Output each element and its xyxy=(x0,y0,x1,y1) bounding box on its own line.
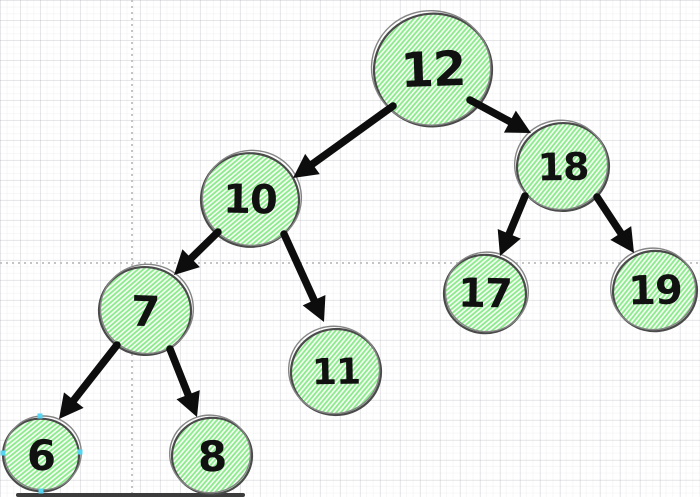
node-circle-sketch-overstroke xyxy=(444,251,529,333)
node-circle-sketch-overstroke xyxy=(370,9,492,126)
edge-line xyxy=(299,102,397,175)
node-circle[interactable] xyxy=(441,251,530,336)
node-circle[interactable] xyxy=(287,325,384,418)
node-circle[interactable] xyxy=(169,415,254,497)
node-circle[interactable] xyxy=(96,264,194,358)
arrowhead-icon xyxy=(497,229,521,256)
edge-7-to-8[interactable] xyxy=(166,345,200,417)
arrowhead-icon xyxy=(610,226,634,253)
node-circle-sketch-overstroke xyxy=(287,325,381,415)
node-circle[interactable] xyxy=(370,10,496,131)
edge-18-to-19[interactable] xyxy=(593,193,634,253)
node-circle-sketch-overstroke xyxy=(513,119,609,211)
node-circle-sketch-overstroke xyxy=(99,263,195,355)
tree-node-6[interactable] xyxy=(0,414,83,495)
tree-node-19[interactable] xyxy=(608,246,700,336)
edge-12-to-18[interactable] xyxy=(466,96,531,133)
selection-handle[interactable] xyxy=(37,413,43,419)
node-circle[interactable] xyxy=(197,149,303,251)
node-circle-sketch-overstroke xyxy=(610,247,697,331)
selection-handle[interactable] xyxy=(0,450,6,456)
arrowhead-icon xyxy=(302,294,326,322)
edge-7-to-6[interactable] xyxy=(59,341,121,419)
tree-node-10[interactable] xyxy=(197,148,304,251)
tree-node-12[interactable] xyxy=(369,8,496,130)
edge-10-to-7[interactable] xyxy=(174,228,222,275)
arrowhead-icon xyxy=(176,390,200,417)
node-circle[interactable] xyxy=(513,119,614,216)
selection-handle[interactable] xyxy=(77,449,83,455)
tree-node-17[interactable] xyxy=(441,250,531,337)
tree-node-11[interactable] xyxy=(286,324,384,419)
edge-18-to-17[interactable] xyxy=(497,192,529,256)
tree-node-8[interactable] xyxy=(168,413,254,496)
arrowhead-icon xyxy=(59,392,84,419)
node-circle-sketch-overstroke xyxy=(168,414,252,494)
edge-10-to-11[interactable] xyxy=(280,230,326,322)
edge-line xyxy=(63,341,121,413)
edge-12-to-10[interactable] xyxy=(293,102,397,178)
arrowhead-icon xyxy=(174,249,200,275)
node-circle[interactable] xyxy=(609,247,700,336)
selection-handle[interactable] xyxy=(38,488,44,494)
arrowhead-icon xyxy=(503,110,531,133)
node-circle-sketch-overstroke xyxy=(201,149,303,247)
arrowhead-icon xyxy=(293,153,320,178)
tree-node-18[interactable] xyxy=(512,117,613,215)
edge-line xyxy=(280,230,323,314)
tree-node-7[interactable] xyxy=(96,262,195,358)
